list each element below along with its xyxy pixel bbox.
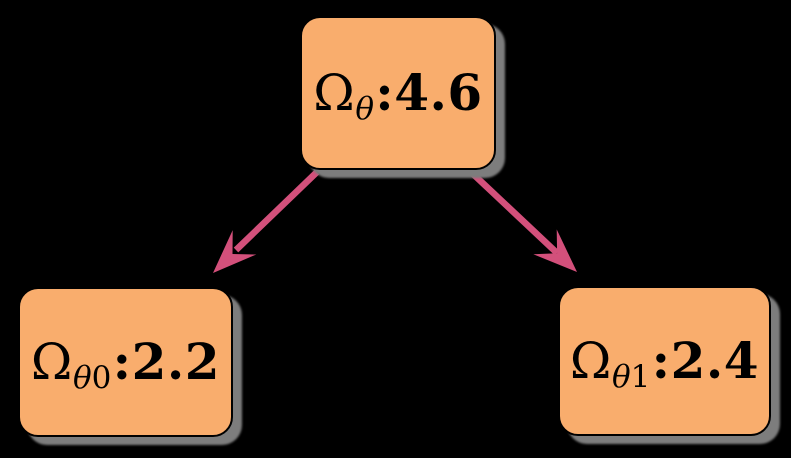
node-symbol: Ω [569, 332, 612, 390]
edge-root-child0 [213, 169, 320, 273]
node-subscript: θ [72, 359, 92, 396]
edge-root-child1 [469, 170, 577, 272]
node-subscript: θ [355, 90, 375, 127]
node-separator: : [375, 63, 395, 122]
node-subscript: θ [611, 358, 631, 395]
node-sub-index: 0 [91, 359, 112, 396]
arrowhead-left-icon [213, 230, 257, 273]
node-value: 2.2 [131, 332, 221, 391]
node-symbol: Ω [313, 64, 355, 122]
node-sub-index: 1 [630, 358, 651, 395]
node-symbol: Ω [30, 333, 73, 391]
node-value: 4.6 [394, 63, 483, 122]
node-separator: : [651, 331, 671, 390]
arrowhead-right-icon [533, 229, 577, 272]
node-separator: : [112, 332, 132, 391]
node-value: 2.4 [670, 331, 760, 390]
